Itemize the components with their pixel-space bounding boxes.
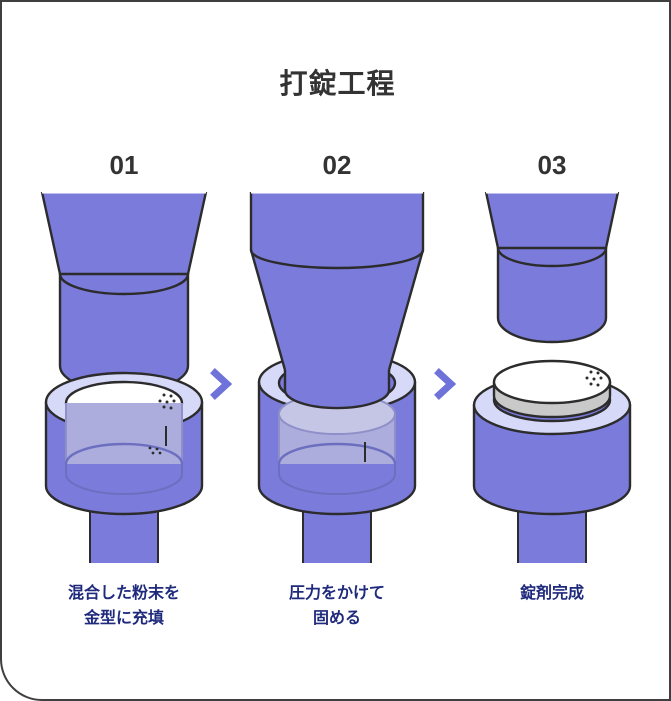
- punch-cylinder-03: [496, 246, 608, 344]
- tablet-top-03: [492, 359, 612, 405]
- punch-cone-left-02: [249, 249, 287, 371]
- step-caption-03: 錠剤完成: [519, 585, 584, 602]
- punch-taper-01: [42, 192, 206, 294]
- chevron-right-icon-1: [210, 368, 233, 400]
- punch-waist-line-01: [58, 273, 190, 296]
- page-title: 打錠工程: [279, 68, 396, 99]
- punch-edge-right-03: [604, 191, 620, 249]
- punch-shaft-joint-02: [249, 249, 425, 270]
- step-03-illustration: [472, 190, 632, 563]
- lower-punch-edge-02: [278, 464, 396, 495]
- powder-specks-top-01: [158, 393, 176, 410]
- tablet-side-outline-03: [492, 382, 612, 419]
- chevron-right-icon-2: [434, 368, 457, 400]
- punch-cone-body-02: [251, 192, 423, 389]
- process-step-03: 03: [452, 150, 652, 650]
- punch-cone-right-02: [387, 249, 425, 371]
- step-caption-01: 混合した粉末を 金型に充填: [67, 585, 180, 627]
- step-number-03: 03: [537, 150, 567, 180]
- step-number-01: 01: [109, 150, 139, 180]
- punch-edge-left-03: [484, 191, 500, 249]
- powder-specks-tablet-03: [585, 370, 603, 387]
- punch-stem-in-die-02: [283, 370, 391, 410]
- process-step-01: 01: [24, 150, 224, 650]
- step-caption-02: 圧力をかけて 固める: [288, 585, 385, 627]
- punch-edge-left-01: [40, 191, 62, 275]
- die-body-03: [472, 403, 632, 516]
- step-02-illustration: [249, 190, 425, 563]
- punch-waist-line-03: [496, 247, 608, 268]
- step-01-illustration: [40, 190, 208, 563]
- lower-punch-edge-01: [65, 464, 183, 495]
- punch-edge-right-01: [186, 191, 208, 275]
- step-number-02: 02: [322, 150, 352, 180]
- process-step-02: 02: [237, 150, 437, 650]
- powder-specks-inner-01: [148, 446, 162, 455]
